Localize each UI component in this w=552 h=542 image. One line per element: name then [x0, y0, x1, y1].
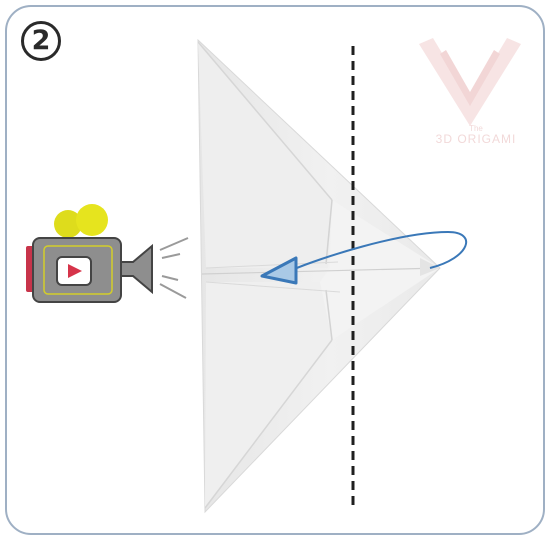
fold-arrow — [260, 230, 468, 285]
watermark-line2: 3D ORIGAMI — [435, 132, 517, 147]
step-badge: 2 — [21, 21, 61, 61]
watermark-line1: The — [469, 124, 483, 133]
step-number: 2 — [31, 25, 51, 56]
video-camera-icon[interactable] — [26, 204, 189, 303]
play-icon — [68, 264, 82, 278]
watermark-logo — [419, 38, 521, 126]
watermark-text: The 3D ORIGAMI — [422, 124, 530, 147]
origami-paper — [197, 38, 441, 514]
